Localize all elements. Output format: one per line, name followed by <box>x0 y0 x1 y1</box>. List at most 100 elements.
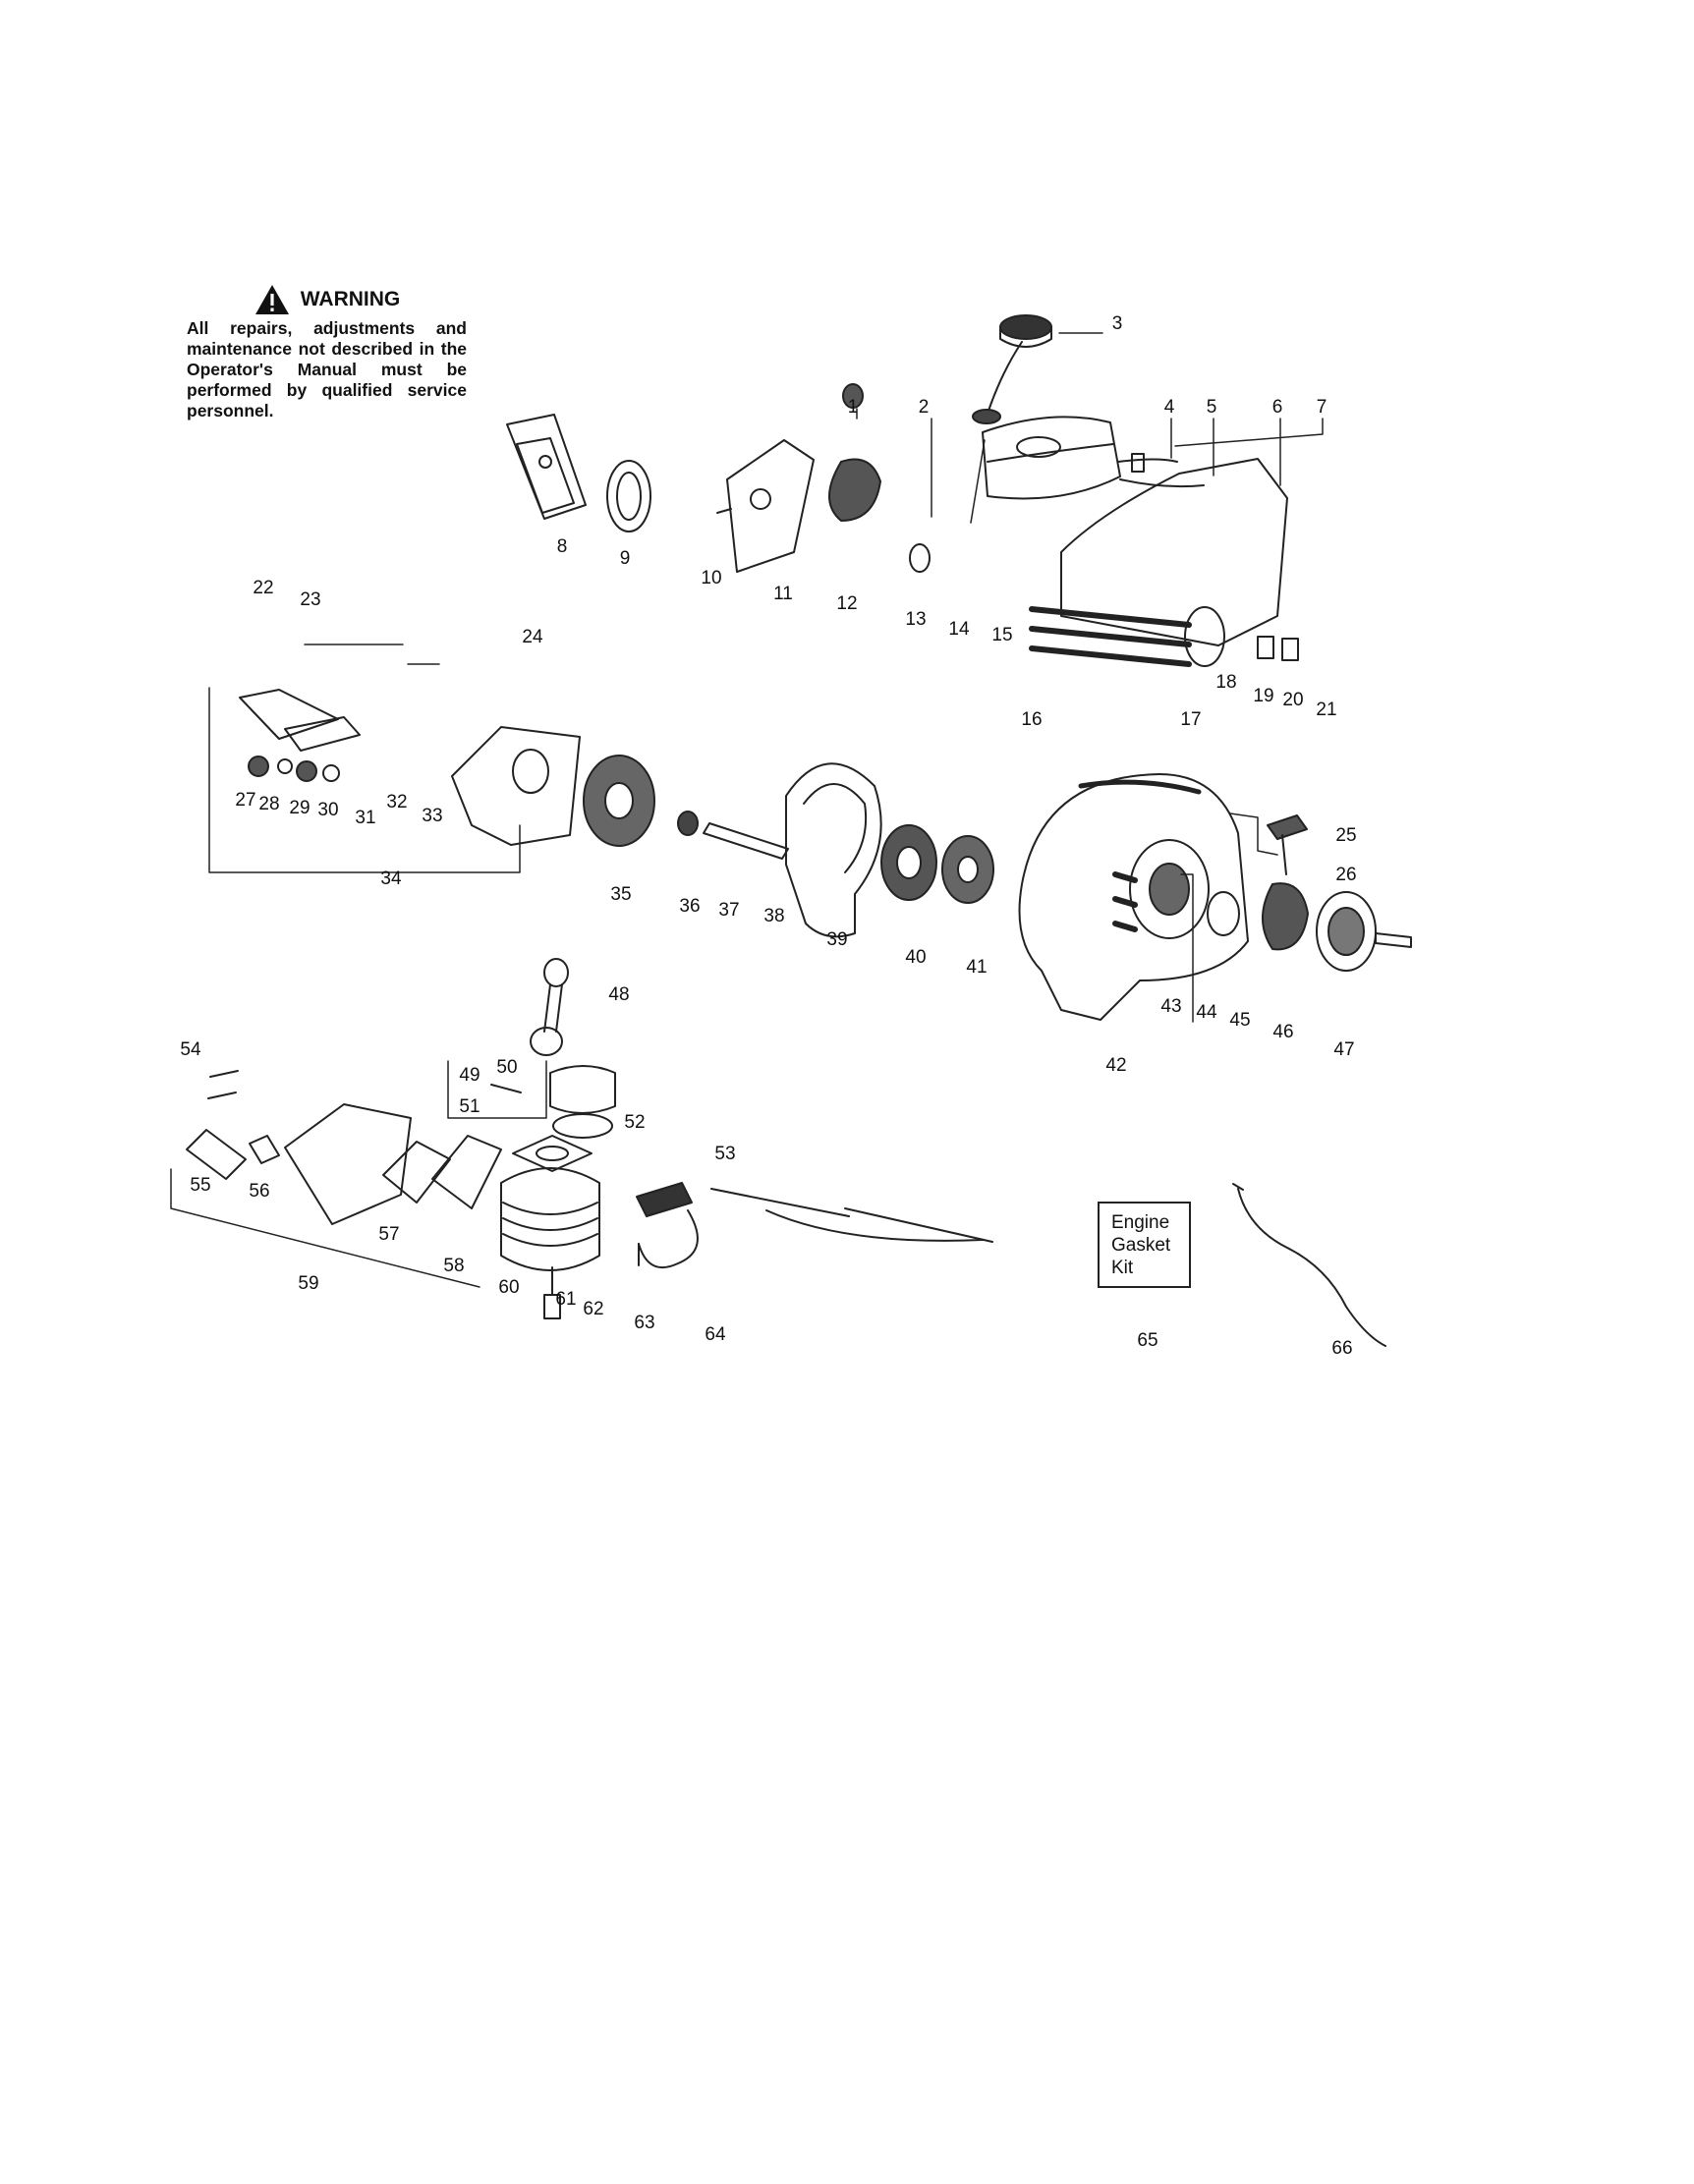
callout-49: 49 <box>459 1065 480 1086</box>
callout-9: 9 <box>620 548 631 569</box>
callout-58: 58 <box>443 1256 464 1276</box>
callout-41: 41 <box>966 957 987 978</box>
callout-50: 50 <box>496 1057 517 1078</box>
kit-line: Kit <box>1111 1258 1134 1278</box>
carburetor-part <box>716 383 931 573</box>
callout-4: 4 <box>1164 397 1175 418</box>
callout-45: 45 <box>1229 1010 1250 1031</box>
callout-53: 53 <box>714 1144 735 1164</box>
callout-20: 20 <box>1282 690 1303 710</box>
callout-52: 52 <box>624 1112 645 1133</box>
callout-65: 65 <box>1137 1330 1158 1351</box>
callout-34: 34 <box>380 868 402 889</box>
callout-43: 43 <box>1160 996 1181 1017</box>
callout-6: 6 <box>1272 397 1283 418</box>
callout-5: 5 <box>1207 397 1217 418</box>
callout-1: 1 <box>848 397 859 418</box>
callout-25: 25 <box>1335 825 1356 846</box>
callout-54: 54 <box>180 1039 201 1060</box>
cable-part <box>710 1188 993 1243</box>
callout-7: 7 <box>1317 397 1327 418</box>
callout-3: 3 <box>1112 313 1123 334</box>
callout-57: 57 <box>378 1224 399 1245</box>
callout-60: 60 <box>498 1277 519 1298</box>
callout-10: 10 <box>701 568 721 588</box>
callout-63: 63 <box>634 1313 654 1333</box>
callout-31: 31 <box>355 808 375 828</box>
callout-15: 15 <box>991 625 1012 645</box>
callout-40: 40 <box>905 947 926 968</box>
callout-59: 59 <box>298 1273 318 1294</box>
kit-line: Engine <box>1111 1212 1170 1233</box>
callout-13: 13 <box>905 609 926 630</box>
callout-56: 56 <box>249 1181 269 1202</box>
air-filter-part <box>606 460 651 532</box>
ignition-coil-part <box>636 1182 699 1268</box>
callout-55: 55 <box>190 1175 210 1196</box>
warning-triangle-icon <box>254 285 289 314</box>
muffler-part <box>186 1070 412 1225</box>
callout-66: 66 <box>1331 1338 1352 1359</box>
callout-36: 36 <box>679 896 700 917</box>
clutch-part <box>1207 814 1412 972</box>
warning-notice: WARNING All repairs, adjustments and mai… <box>187 283 467 421</box>
callout-51: 51 <box>459 1096 480 1117</box>
gasket-part <box>512 1135 593 1172</box>
drive-housing-part <box>239 689 581 846</box>
callout-27: 27 <box>235 790 255 811</box>
callout-64: 64 <box>705 1324 726 1345</box>
fuel-cap-part <box>972 314 1052 424</box>
pulley-part <box>880 824 994 904</box>
warning-text: All repairs, adjustments and maintenance… <box>187 318 467 420</box>
callout-18: 18 <box>1215 672 1236 693</box>
callout-22: 22 <box>253 578 273 598</box>
callout-11: 11 <box>773 584 793 604</box>
shaft-part <box>677 811 789 860</box>
callout-30: 30 <box>317 800 338 820</box>
throttle-cable-part <box>1232 1183 1386 1347</box>
flywheel-part <box>583 755 655 847</box>
callout-35: 35 <box>610 884 631 905</box>
callout-33: 33 <box>422 806 442 826</box>
callout-46: 46 <box>1272 1022 1293 1042</box>
callout-61: 61 <box>555 1289 576 1310</box>
callout-39: 39 <box>826 929 847 950</box>
callout-12: 12 <box>836 593 857 614</box>
callout-28: 28 <box>258 794 279 814</box>
warning-heading: WARNING <box>187 283 467 316</box>
callout-29: 29 <box>289 798 310 818</box>
callout-19: 19 <box>1253 686 1273 706</box>
callout-48: 48 <box>608 984 629 1005</box>
kit-line: Gasket <box>1111 1235 1171 1256</box>
callout-42: 42 <box>1105 1055 1126 1076</box>
guard-part <box>785 762 882 938</box>
callout-44: 44 <box>1196 1002 1217 1023</box>
callout-2: 2 <box>919 397 930 418</box>
connecting-rod-part <box>530 958 569 1056</box>
callout-14: 14 <box>948 619 970 640</box>
callout-47: 47 <box>1333 1039 1354 1060</box>
callout-26: 26 <box>1335 865 1356 885</box>
callout-8: 8 <box>557 536 568 557</box>
piston-part <box>490 1065 616 1139</box>
engine-shroud-part <box>1029 458 1299 667</box>
callout-16: 16 <box>1021 709 1042 730</box>
callout-37: 37 <box>718 900 739 921</box>
engine-gasket-kit-box: Engine Gasket Kit <box>1098 1202 1191 1288</box>
callout-17: 17 <box>1180 709 1201 730</box>
cylinder-part <box>500 1167 600 1319</box>
callout-62: 62 <box>583 1299 603 1319</box>
callout-23: 23 <box>300 589 320 610</box>
callout-21: 21 <box>1316 700 1336 720</box>
callout-38: 38 <box>763 906 784 926</box>
warning-title: WARNING <box>300 288 401 310</box>
fuel-tank-part <box>982 416 1205 500</box>
heat-shield-part <box>382 1135 502 1209</box>
callout-24: 24 <box>522 627 543 647</box>
starter-housing-part <box>1018 773 1249 1021</box>
leader-lines <box>170 332 1324 1288</box>
callout-32: 32 <box>386 792 407 812</box>
air-filter-cover-part <box>506 414 587 520</box>
